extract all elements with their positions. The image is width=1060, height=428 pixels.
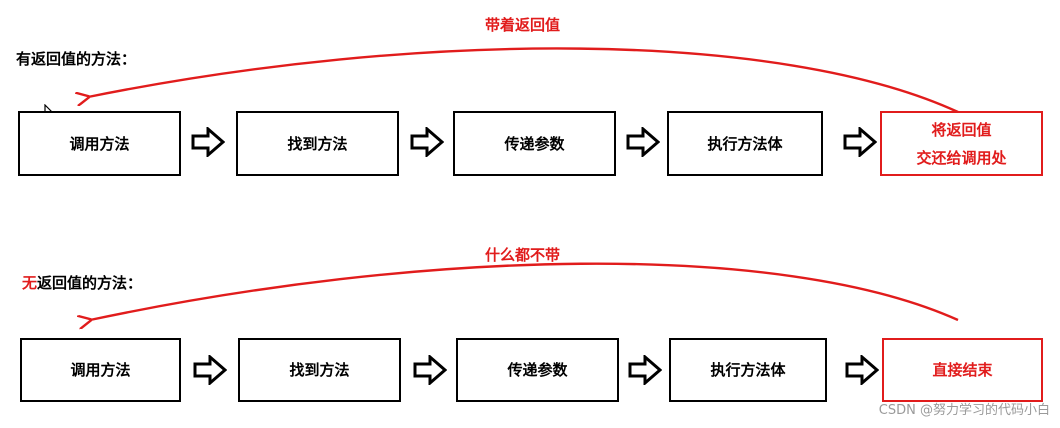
hollow-arrow-icon <box>626 127 660 157</box>
step-box-call-method: 调用方法 <box>18 111 181 176</box>
step-label: 找到方法 <box>289 361 350 379</box>
hollow-arrow-icon <box>628 355 662 385</box>
step-label-line-2: 交还给调用处 <box>916 148 1007 167</box>
step-label-line-1: 将返回值 <box>931 120 992 139</box>
hollow-arrow-icon <box>843 127 877 157</box>
csdn-watermark: CSDN @努力学习的代码小白 <box>878 403 1050 418</box>
hollow-arrow-icon <box>191 127 225 157</box>
step-label: 调用方法 <box>69 134 130 153</box>
arc-label-with-return: 带着返回值 <box>485 16 561 34</box>
step-box-execute-body: 执行方法体 <box>667 111 823 176</box>
step-box-call-method: 调用方法 <box>20 338 181 402</box>
step-box-direct-end: 直接结束 <box>882 338 1043 402</box>
title-accent: 无 <box>22 274 38 292</box>
hollow-arrow-icon <box>193 355 227 385</box>
step-label: 调用方法 <box>70 361 131 379</box>
step-box-return-value: 将返回值 交还给调用处 <box>880 111 1043 176</box>
step-box-execute-body: 执行方法体 <box>669 338 827 402</box>
step-label: 直接结束 <box>932 361 993 379</box>
section-title-with-return: 有返回值的方法： <box>16 50 137 68</box>
step-label: 传递参数 <box>507 361 568 379</box>
step-box-find-method: 找到方法 <box>238 338 401 402</box>
return-arc-top <box>88 47 959 114</box>
arc-label-no-return: 什么都不带 <box>485 246 561 264</box>
step-box-pass-params: 传递参数 <box>453 111 616 176</box>
section-title-no-return: 无返回值的方法： <box>22 272 142 293</box>
step-box-pass-params: 传递参数 <box>456 338 619 402</box>
step-box-find-method: 找到方法 <box>236 111 399 176</box>
return-arc-bottom <box>90 262 959 320</box>
step-label: 执行方法体 <box>710 361 786 379</box>
hollow-arrow-icon <box>410 127 444 157</box>
step-label: 找到方法 <box>287 134 348 153</box>
title-rest: 返回值的方法： <box>37 274 143 292</box>
step-label: 执行方法体 <box>707 134 783 153</box>
step-label: 传递参数 <box>504 134 565 153</box>
hollow-arrow-icon <box>845 355 879 385</box>
hollow-arrow-icon <box>413 355 447 385</box>
